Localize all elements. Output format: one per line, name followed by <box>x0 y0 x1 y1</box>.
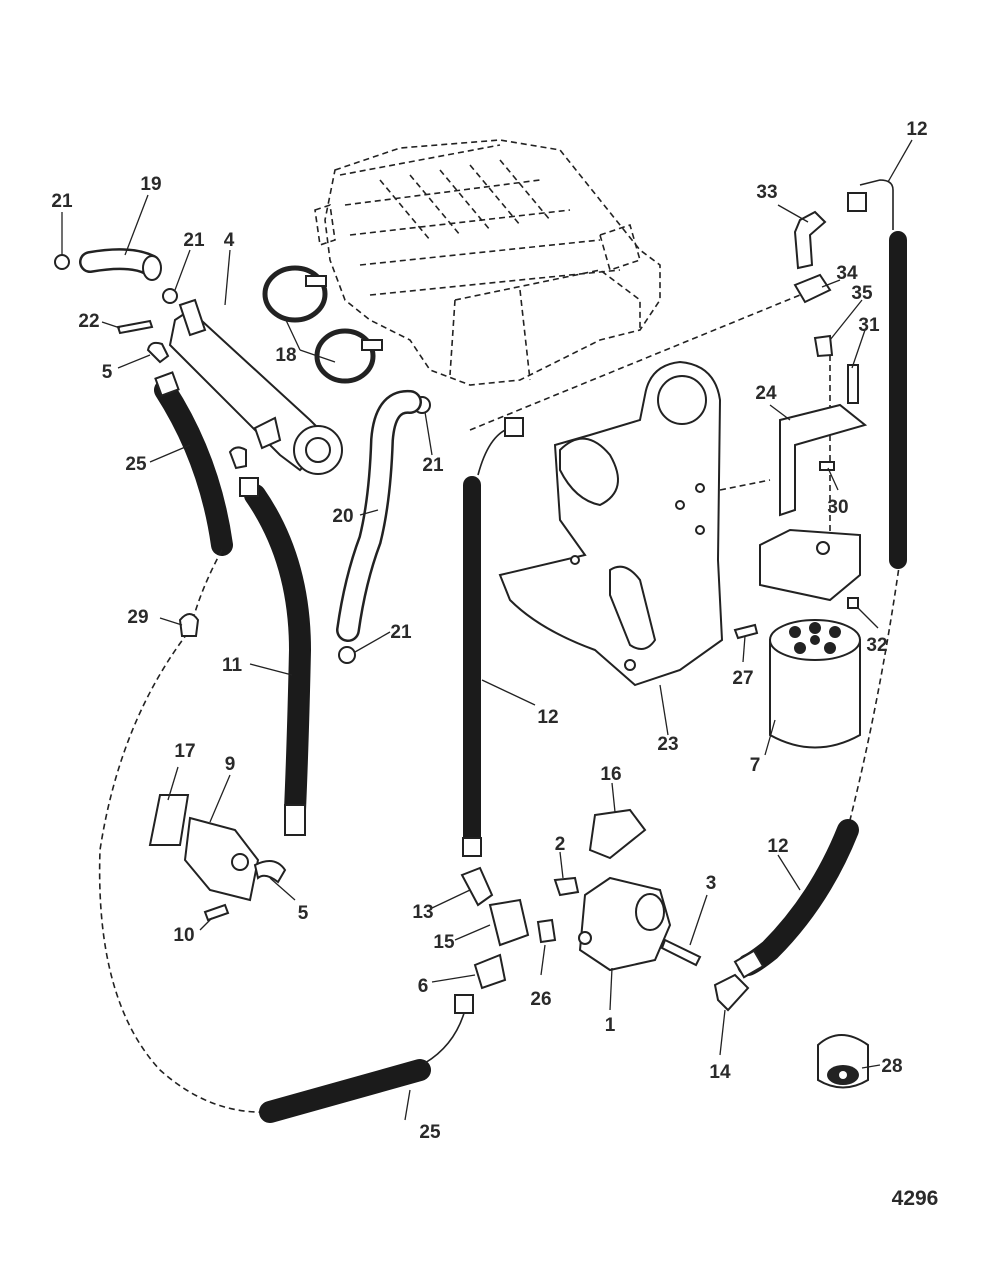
callout-24: 24 <box>755 383 777 404</box>
hose-25-lower <box>259 1059 431 1123</box>
engine-block-phantom <box>314 139 661 386</box>
callout-20: 20 <box>332 506 353 527</box>
callout-labels: 1 2 3 4 5 5 6 7 9 10 11 12 12 12 13 14 1… <box>51 119 927 1143</box>
callout-12-a: 12 <box>906 119 927 140</box>
clamp-21-b <box>162 288 178 304</box>
callout-21-a: 21 <box>51 191 73 212</box>
stud-31 <box>847 364 859 404</box>
callout-3: 3 <box>706 873 717 894</box>
callout-23: 23 <box>657 734 678 755</box>
bracket-24 <box>779 403 868 517</box>
screw-27 <box>733 623 759 640</box>
fitting-35 <box>813 334 834 358</box>
oil-filter-7 <box>769 619 861 749</box>
sender-28 <box>817 1034 869 1089</box>
hose-25-upper <box>154 379 233 556</box>
hose-11 <box>244 484 312 821</box>
callout-4: 4 <box>224 230 235 251</box>
fitting-2 <box>553 876 580 897</box>
callout-2: 2 <box>555 834 566 855</box>
filter-adapter-block <box>759 528 861 602</box>
screw-22 <box>116 319 154 335</box>
callout-5-a: 5 <box>102 362 113 383</box>
fitting-26 <box>536 918 557 944</box>
callout-34: 34 <box>836 263 858 284</box>
figure-number: 4296 <box>892 1187 939 1210</box>
callout-32: 32 <box>866 635 887 656</box>
gasket-17 <box>148 794 190 846</box>
elbow-33 <box>793 210 827 270</box>
elbow-13 <box>460 866 494 907</box>
bolt-3 <box>660 938 702 967</box>
callout-17: 17 <box>174 741 195 762</box>
callout-21-b: 21 <box>183 230 205 251</box>
callout-7: 7 <box>750 755 761 776</box>
callout-15: 15 <box>433 932 455 953</box>
adapter-body-9 <box>183 816 287 902</box>
callout-26: 26 <box>530 989 551 1010</box>
callout-28: 28 <box>881 1056 902 1077</box>
callout-21-d: 21 <box>390 622 412 643</box>
elbow-5-a <box>146 341 170 364</box>
tee-15 <box>488 898 530 947</box>
clamp-21-d <box>338 646 356 664</box>
fitting-6 <box>473 953 507 990</box>
callout-6: 6 <box>418 976 429 997</box>
callout-25-b: 25 <box>419 1122 441 1143</box>
gasket-16 <box>588 808 647 860</box>
leader-lines <box>61 139 913 1121</box>
screw-10 <box>203 903 230 922</box>
hose-12-lower <box>737 819 859 976</box>
callout-9: 9 <box>225 754 236 775</box>
callout-33: 33 <box>756 182 777 203</box>
callout-18: 18 <box>275 345 296 366</box>
callout-12-c: 12 <box>767 836 788 857</box>
callout-27: 27 <box>732 668 753 689</box>
mounting-plate-23 <box>498 360 724 687</box>
callout-12-b: 12 <box>537 707 558 728</box>
callout-21-c: 21 <box>422 455 444 476</box>
callout-13: 13 <box>412 902 433 923</box>
callout-22: 22 <box>78 311 99 332</box>
callout-5-b: 5 <box>298 903 309 924</box>
callout-31: 31 <box>858 315 880 336</box>
callout-1: 1 <box>605 1015 616 1036</box>
callout-29: 29 <box>127 607 148 628</box>
elbow-14 <box>713 973 750 1012</box>
callout-10: 10 <box>173 925 194 946</box>
callout-35: 35 <box>851 283 873 304</box>
screw-30 <box>819 461 835 471</box>
callout-19: 19 <box>140 174 161 195</box>
callout-14: 14 <box>709 1062 731 1083</box>
nut-32 <box>847 597 859 609</box>
callout-25-a: 25 <box>125 454 147 475</box>
clip-29 <box>178 613 200 637</box>
callout-11: 11 <box>222 655 243 676</box>
clamp-21-a <box>54 254 70 270</box>
callout-16: 16 <box>600 764 621 785</box>
callout-30: 30 <box>827 497 848 518</box>
heat-exchanger-4 <box>168 298 343 475</box>
filter-adapter-1 <box>578 876 672 972</box>
fitting-34 <box>793 273 832 304</box>
